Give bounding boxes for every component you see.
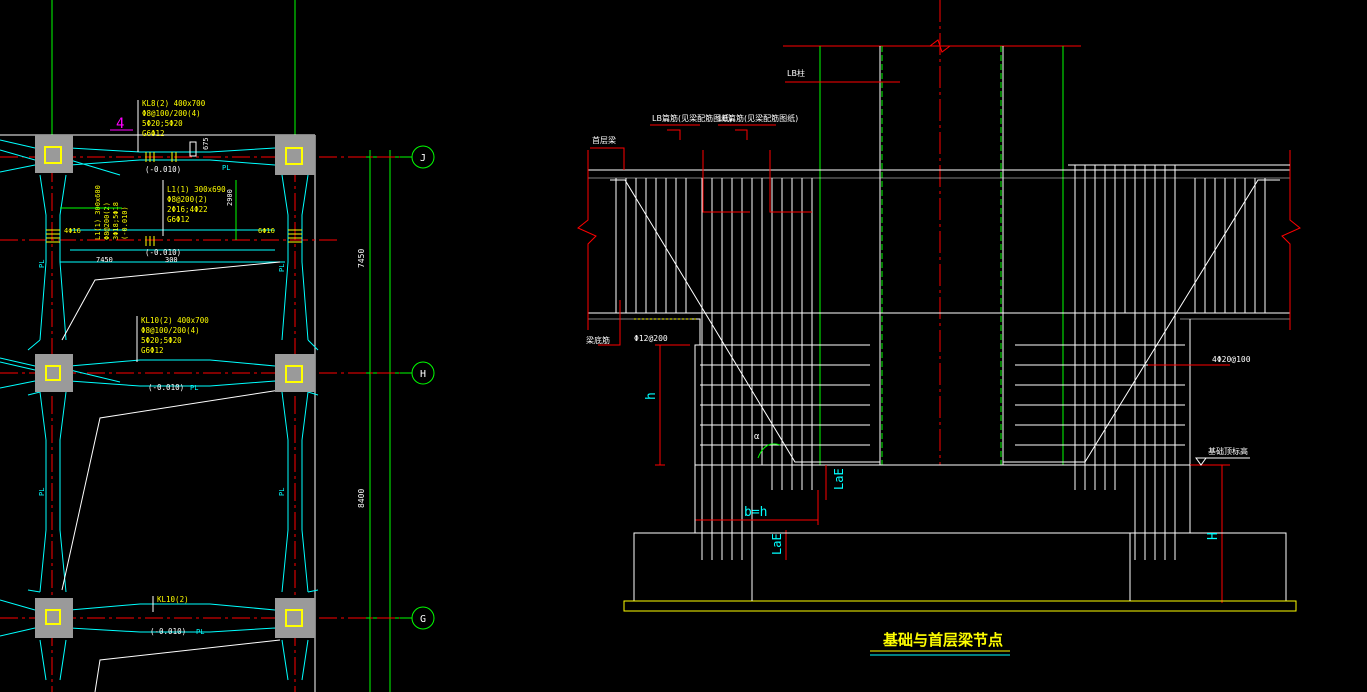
section-detail: α LB篇筋(见梁配筋图纸) LB篇筋(见梁配筋图纸) 首层梁 LB柱 梁底筋 … bbox=[577, 0, 1301, 656]
beam-label-l1-vertical[interactable]: L1(1) 300x600 Φ8@200(2) 3Φ18;5Φ18 (-0.01… bbox=[94, 185, 129, 240]
dim-text-2900: 2900 bbox=[226, 189, 234, 206]
svg-text:KL10(2): KL10(2) bbox=[157, 595, 189, 604]
dim-label-H: H bbox=[1206, 532, 1221, 540]
axis-label-h: H bbox=[420, 369, 426, 380]
beam-label-kl10b[interactable]: KL10(2) bbox=[152, 595, 189, 612]
label-foundation-top: 基础顶标高 bbox=[1208, 446, 1248, 456]
bar-label: 6Φ16 bbox=[258, 227, 275, 235]
elevation-label: (-0.010) bbox=[150, 627, 186, 636]
column bbox=[275, 135, 315, 175]
column bbox=[35, 354, 73, 392]
stirrup-marks bbox=[46, 141, 302, 246]
svg-text:5Φ20;5Φ20: 5Φ20;5Φ20 bbox=[142, 119, 183, 128]
svg-text:G6Φ12: G6Φ12 bbox=[141, 346, 164, 355]
pl-label: PL bbox=[278, 488, 286, 496]
label-lb-left: LB篇筋(见梁配筋图纸) bbox=[652, 113, 732, 123]
svg-text:L1(1) 300x600: L1(1) 300x600 bbox=[94, 185, 102, 240]
axis-label-g: G bbox=[420, 614, 426, 625]
column bbox=[35, 135, 73, 173]
rebar-vertical-right bbox=[1074, 165, 1266, 560]
detail-title: 基础与首层梁节点 bbox=[882, 631, 1003, 649]
svg-text:Φ8@100/200(4): Φ8@100/200(4) bbox=[142, 109, 201, 118]
label-column: LB柱 bbox=[787, 68, 805, 78]
beam-label-kl10[interactable]: KL10(2) 400x700 Φ8@100/200(4) 5Φ20;5Φ20 … bbox=[136, 316, 209, 362]
label-phi20: 4Φ20@100 bbox=[1212, 355, 1251, 364]
stirrup-detail bbox=[667, 129, 812, 213]
axis-bubble-g[interactable]: G bbox=[400, 606, 435, 630]
columns bbox=[35, 135, 315, 638]
axis-bubble-h[interactable]: H bbox=[400, 361, 435, 385]
svg-text:Φ8@200(2): Φ8@200(2) bbox=[167, 195, 208, 204]
elevation-label: (-0.010) bbox=[145, 248, 181, 257]
base-slab bbox=[623, 600, 1297, 612]
svg-text:G6Φ12: G6Φ12 bbox=[167, 215, 190, 224]
svg-text:Φ8@100/200(4): Φ8@100/200(4) bbox=[141, 326, 200, 335]
label-lb-right: LB篇筋(见梁配筋图纸) bbox=[718, 113, 798, 123]
dim-text-3500: 7450 bbox=[96, 256, 113, 264]
dim-label-lae: LaE bbox=[770, 533, 784, 555]
pl-label: PL bbox=[190, 384, 198, 392]
svg-text:L1(1) 300x690: L1(1) 300x690 bbox=[167, 185, 226, 194]
elevation-label: (-0.010) bbox=[145, 165, 181, 174]
dim-label-b-eq-h: b=h bbox=[744, 505, 767, 520]
dim-text-300: 300 bbox=[165, 256, 178, 264]
pl-label: PL bbox=[196, 628, 204, 636]
svg-text:KL10(2) 400x700: KL10(2) 400x700 bbox=[141, 316, 209, 325]
axis-bubble-j[interactable]: J bbox=[400, 145, 435, 169]
pl-label: PL bbox=[38, 488, 46, 496]
rebar-horizontal bbox=[700, 164, 1290, 446]
beam-label-kl8[interactable]: KL8(2) 400x700 Φ8@100/200(4) 5Φ20;5Φ20 G… bbox=[110, 99, 206, 152]
dim-text-675: 675 bbox=[202, 137, 210, 150]
dim-label-lae: LaE bbox=[832, 468, 846, 490]
svg-text:3Φ18;5Φ18: 3Φ18;5Φ18 bbox=[112, 202, 120, 240]
pl-label: PL bbox=[222, 164, 230, 172]
column bbox=[275, 598, 315, 638]
axis-label-j: J bbox=[420, 153, 426, 164]
haunch-bar-left bbox=[610, 179, 880, 463]
column bbox=[275, 354, 315, 392]
rebar-vertical-left bbox=[615, 178, 813, 600]
magenta-marker: 4 bbox=[116, 116, 124, 132]
svg-text:KL8(2) 400x700: KL8(2) 400x700 bbox=[142, 99, 206, 108]
dim-text-8400: 8400 bbox=[357, 489, 366, 508]
label-phi12: Φ12@200 bbox=[634, 334, 668, 343]
elevation-label: (-0.010) bbox=[148, 383, 184, 392]
pl-label: PL bbox=[38, 260, 46, 268]
bar-label: 4Φ16 bbox=[64, 227, 81, 235]
structural-plan: J H G 7450 8400 675 2900 7450 300 KL8(2)… bbox=[0, 0, 435, 692]
svg-text:Φ8@200(2): Φ8@200(2) bbox=[103, 202, 111, 240]
svg-text:2Φ16;4Φ22: 2Φ16;4Φ22 bbox=[167, 205, 208, 214]
column bbox=[35, 598, 73, 638]
dim-label-h: h bbox=[644, 392, 659, 400]
svg-text:5Φ20;5Φ20: 5Φ20;5Φ20 bbox=[141, 336, 182, 345]
leader-lines bbox=[590, 81, 1230, 366]
label-first-floor-beam: 首层梁 bbox=[592, 135, 616, 145]
slab-lines bbox=[61, 261, 281, 692]
pl-label: PL bbox=[278, 264, 286, 272]
label-beam-bottom-bar: 梁底筋 bbox=[586, 335, 610, 345]
haunch-bar-right bbox=[1003, 179, 1280, 463]
beam-label-l1[interactable]: L1(1) 300x690 Φ8@200(2) 2Φ16;4Φ22 G6Φ12 bbox=[162, 180, 226, 236]
svg-text:(-0.010): (-0.010) bbox=[121, 206, 129, 240]
svg-text:G6Φ12: G6Φ12 bbox=[142, 129, 165, 138]
dim-text-7450: 7450 bbox=[357, 249, 366, 268]
angle-label: α bbox=[754, 432, 760, 442]
